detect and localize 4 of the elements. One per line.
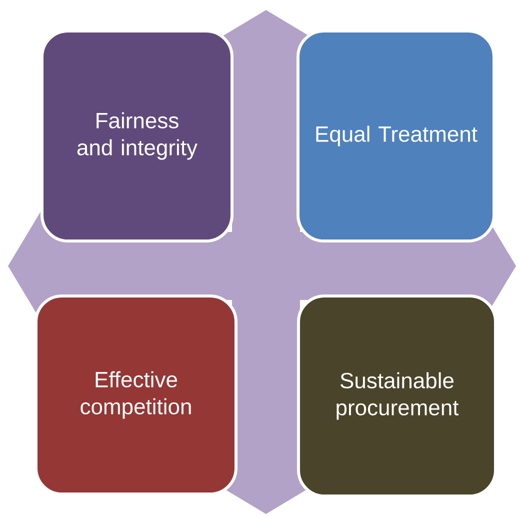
rounded-box: Equal Treatment [296,30,496,242]
rounded-box: Effective competition [34,294,238,496]
rounded-box: Sustainable procurement [297,294,497,498]
rounded-box: Fairness and integrity [40,30,234,242]
